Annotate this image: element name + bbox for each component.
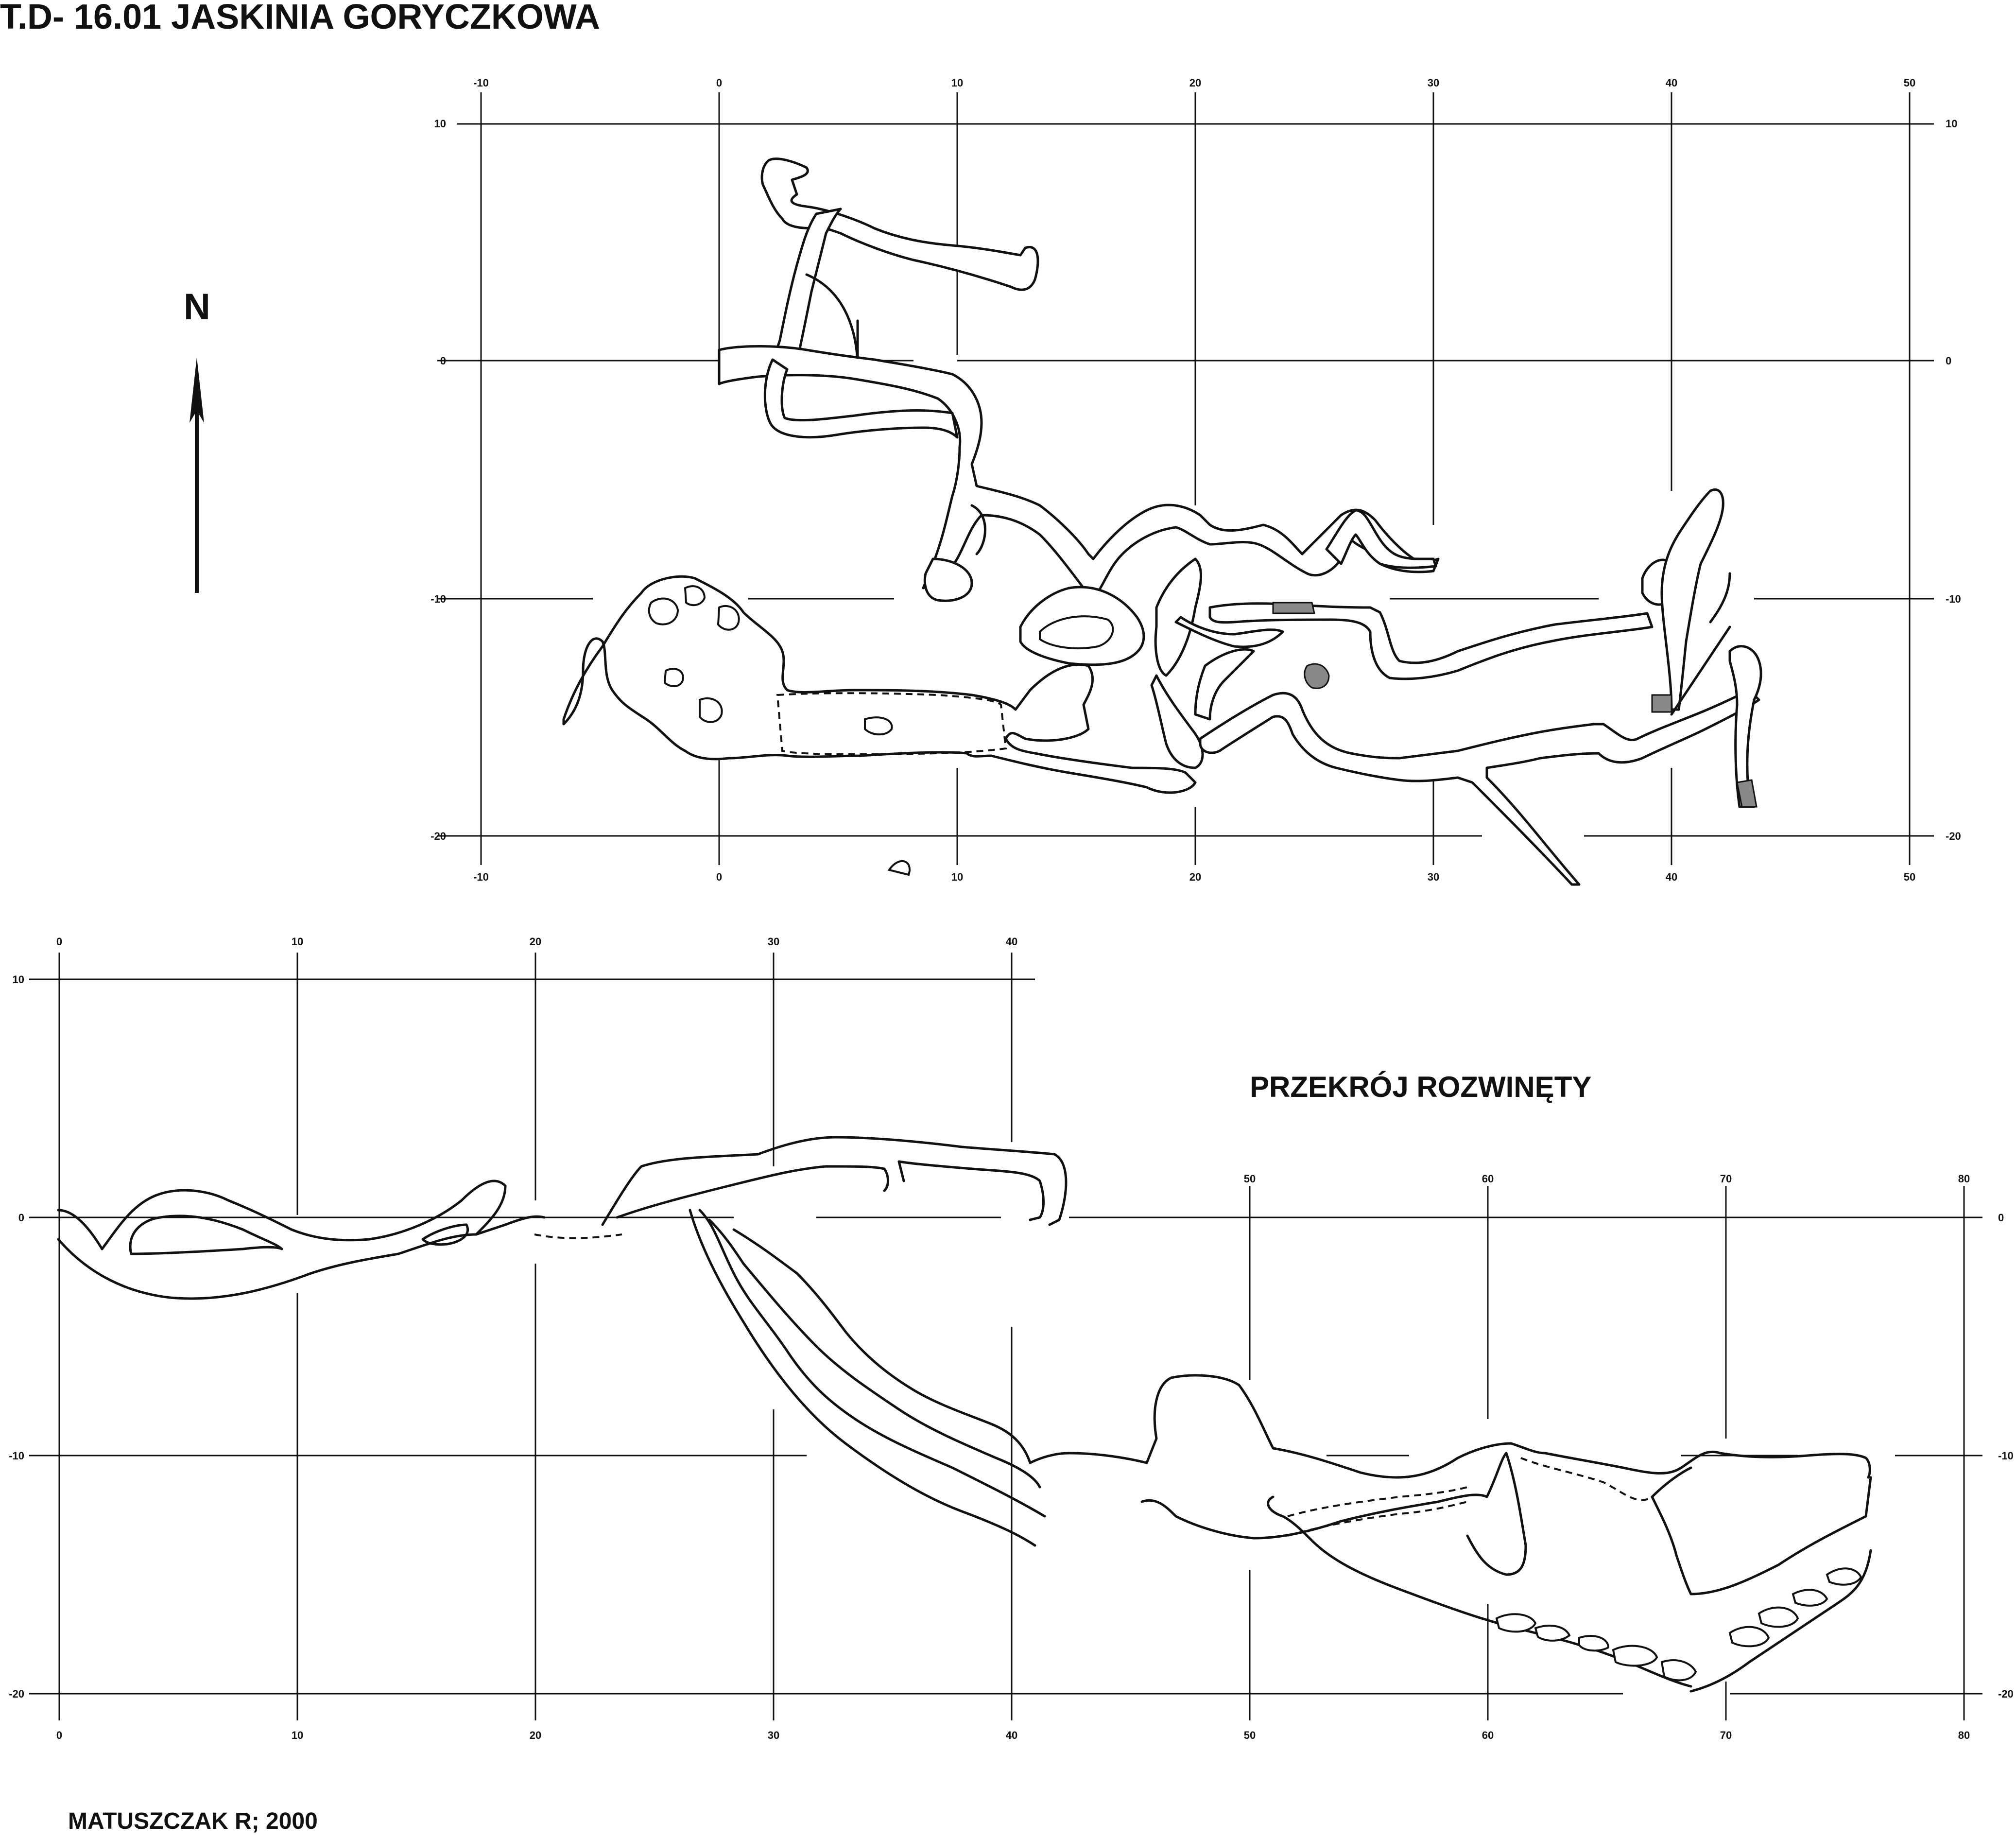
plan-cave-passages (562, 157, 1762, 886)
plan-x-tick: 20 (1189, 871, 1201, 883)
plan-x-tick: 40 (1666, 77, 1677, 89)
section-cave-profile (57, 1136, 1872, 1693)
section-x-ticks-upper: 0 10 20 30 40 (56, 936, 1017, 948)
section-x-tick: 10 (292, 1729, 303, 1741)
north-arrow-icon (190, 357, 204, 593)
plan-x-tick: 0 (716, 77, 722, 89)
plan-y-tick: 0 (440, 355, 446, 367)
plan-y-ticks-right: 10 0 -10 -20 (1946, 118, 1961, 842)
plan-y-tick: 10 (1946, 118, 1957, 130)
plan-x-ticks-top: -10 0 10 20 30 40 50 (473, 77, 1915, 89)
section-x-ticks-bottom: 0 10 20 30 40 50 60 70 80 (56, 1729, 1970, 1741)
plan-y-tick: -20 (1946, 830, 1961, 842)
plan-y-tick: 0 (1946, 355, 1951, 367)
section-title: PRZEKRÓJ ROZWINĘTY (1250, 1071, 1592, 1103)
plan-x-tick: 10 (951, 77, 963, 89)
section-x-tick: 50 (1244, 1729, 1256, 1741)
section-y-tick: -20 (9, 1688, 24, 1700)
plan-y-tick: -10 (431, 593, 446, 605)
plan-x-tick: 20 (1189, 77, 1201, 89)
section-x-tick: 20 (530, 936, 541, 948)
plan-y-tick: -10 (1946, 593, 1961, 605)
section-y-tick: 0 (18, 1212, 24, 1224)
plan-x-tick: 10 (951, 871, 963, 883)
plan-x-tick: 0 (716, 871, 722, 883)
section-x-tick: 40 (1006, 936, 1017, 948)
plan-y-tick: 10 (434, 118, 446, 130)
section-y-tick: -20 (1998, 1688, 2014, 1700)
section-x-tick: 30 (768, 1729, 779, 1741)
section-y-tick: 0 (1998, 1212, 2004, 1224)
section-x-tick: 80 (1958, 1729, 1970, 1741)
section-x-tick: 0 (56, 936, 62, 948)
plan-y-tick: -20 (431, 830, 446, 842)
section-x-tick: 60 (1482, 1729, 1494, 1741)
section-x-tick: 40 (1006, 1729, 1017, 1741)
map-title: T.D- 16.01 JASKINIA GORYCZKOWA (0, 0, 600, 36)
section-x-tick: 20 (530, 1729, 541, 1741)
section-y-ticks-right: 0 -10 -20 (1998, 1212, 2014, 1700)
plan-grid (437, 92, 1934, 865)
section-x-tick: 70 (1720, 1729, 1732, 1741)
section-x-tick: 0 (56, 1729, 62, 1741)
plan-x-tick: 50 (1904, 77, 1915, 89)
plan-x-tick: 40 (1666, 871, 1677, 883)
plan-x-tick: -10 (473, 871, 489, 883)
plan-x-tick: 30 (1428, 77, 1439, 89)
plan-x-tick: 50 (1904, 871, 1915, 883)
section-x-tick: 10 (292, 936, 303, 948)
section-x-tick: 30 (768, 936, 779, 948)
section-y-tick: -10 (9, 1450, 24, 1462)
section-y-tick: -10 (1998, 1450, 2014, 1462)
section-x-tick: 50 (1244, 1173, 1256, 1185)
section-y-tick: 10 (13, 973, 24, 986)
section-x-tick: 70 (1720, 1173, 1732, 1185)
plan-y-ticks-left: 10 0 -10 -20 (431, 118, 446, 842)
section-x-ticks-upper-right: 50 60 70 80 (1244, 1173, 1970, 1185)
north-label: N (184, 286, 210, 328)
plan-x-ticks-bottom: -10 0 10 20 30 40 50 (473, 871, 1915, 883)
section-x-tick: 60 (1482, 1173, 1494, 1185)
plan-x-tick: -10 (473, 77, 489, 89)
section-grid (29, 953, 1982, 1720)
author-credit: MATUSZCZAK R; 2000 (68, 1808, 318, 1834)
section-y-ticks-left: 10 0 -10 -20 (9, 973, 24, 1700)
plan-x-tick: 30 (1428, 871, 1439, 883)
section-x-tick: 80 (1958, 1173, 1970, 1185)
